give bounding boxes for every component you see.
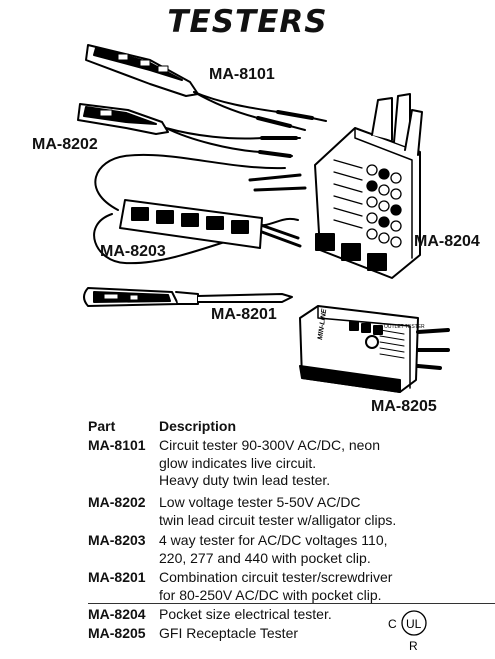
label-ma-8201: MA-8201 [211,306,277,323]
device-label-text: OUTLET TESTER [384,324,425,330]
products-illustration: MIN-LINE OUTLET TESTER [77,44,450,393]
ul-r-mark: R [409,639,418,653]
ma-8203-tester-image [93,153,307,265]
description-column-header: Description [159,418,237,434]
part-description: Combination circuit tester/screwdriver f… [159,569,393,603]
label-ma-8203: MA-8203 [100,243,166,260]
ma-8202-tester-image [77,103,301,158]
label-ma-8101: MA-8101 [209,66,275,83]
part-description: 4 way tester for AC/DC voltages 110, 220… [159,532,388,566]
device-brand-text: MIN-LINE [317,308,328,340]
divider-line [88,603,495,604]
label-ma-8202: MA-8202 [32,136,98,153]
part-description: Low voltage tester 5-50V AC/DC twin lead… [159,494,397,528]
ma-8101-tester-image [85,44,327,131]
part-description: GFI Receptacle Tester [159,625,299,641]
page-title: TESTERS [167,4,328,40]
ma-8205-gfi-tester-image [299,305,450,393]
part-number: MA-8202 [88,494,146,510]
part-number: MA-8101 [88,437,146,453]
part-number: MA-8205 [88,625,146,641]
part-description: Pocket size electrical tester. [159,606,332,622]
part-number: MA-8201 [88,569,146,585]
label-ma-8204: MA-8204 [414,233,480,250]
ul-c-mark: C [388,617,397,631]
part-number: MA-8204 [88,606,146,622]
part-description: Circuit tester 90-300V AC/DC, neon glow … [159,437,380,488]
ul-listed-mark: C UL R [388,610,427,653]
label-ma-8205: MA-8205 [371,398,437,415]
part-column-header: Part [88,418,116,434]
ma-8201-screwdriver-image [83,287,293,307]
ma-8204-tester-image [314,93,423,279]
part-number: MA-8203 [88,532,146,548]
ul-text: UL [406,617,422,631]
